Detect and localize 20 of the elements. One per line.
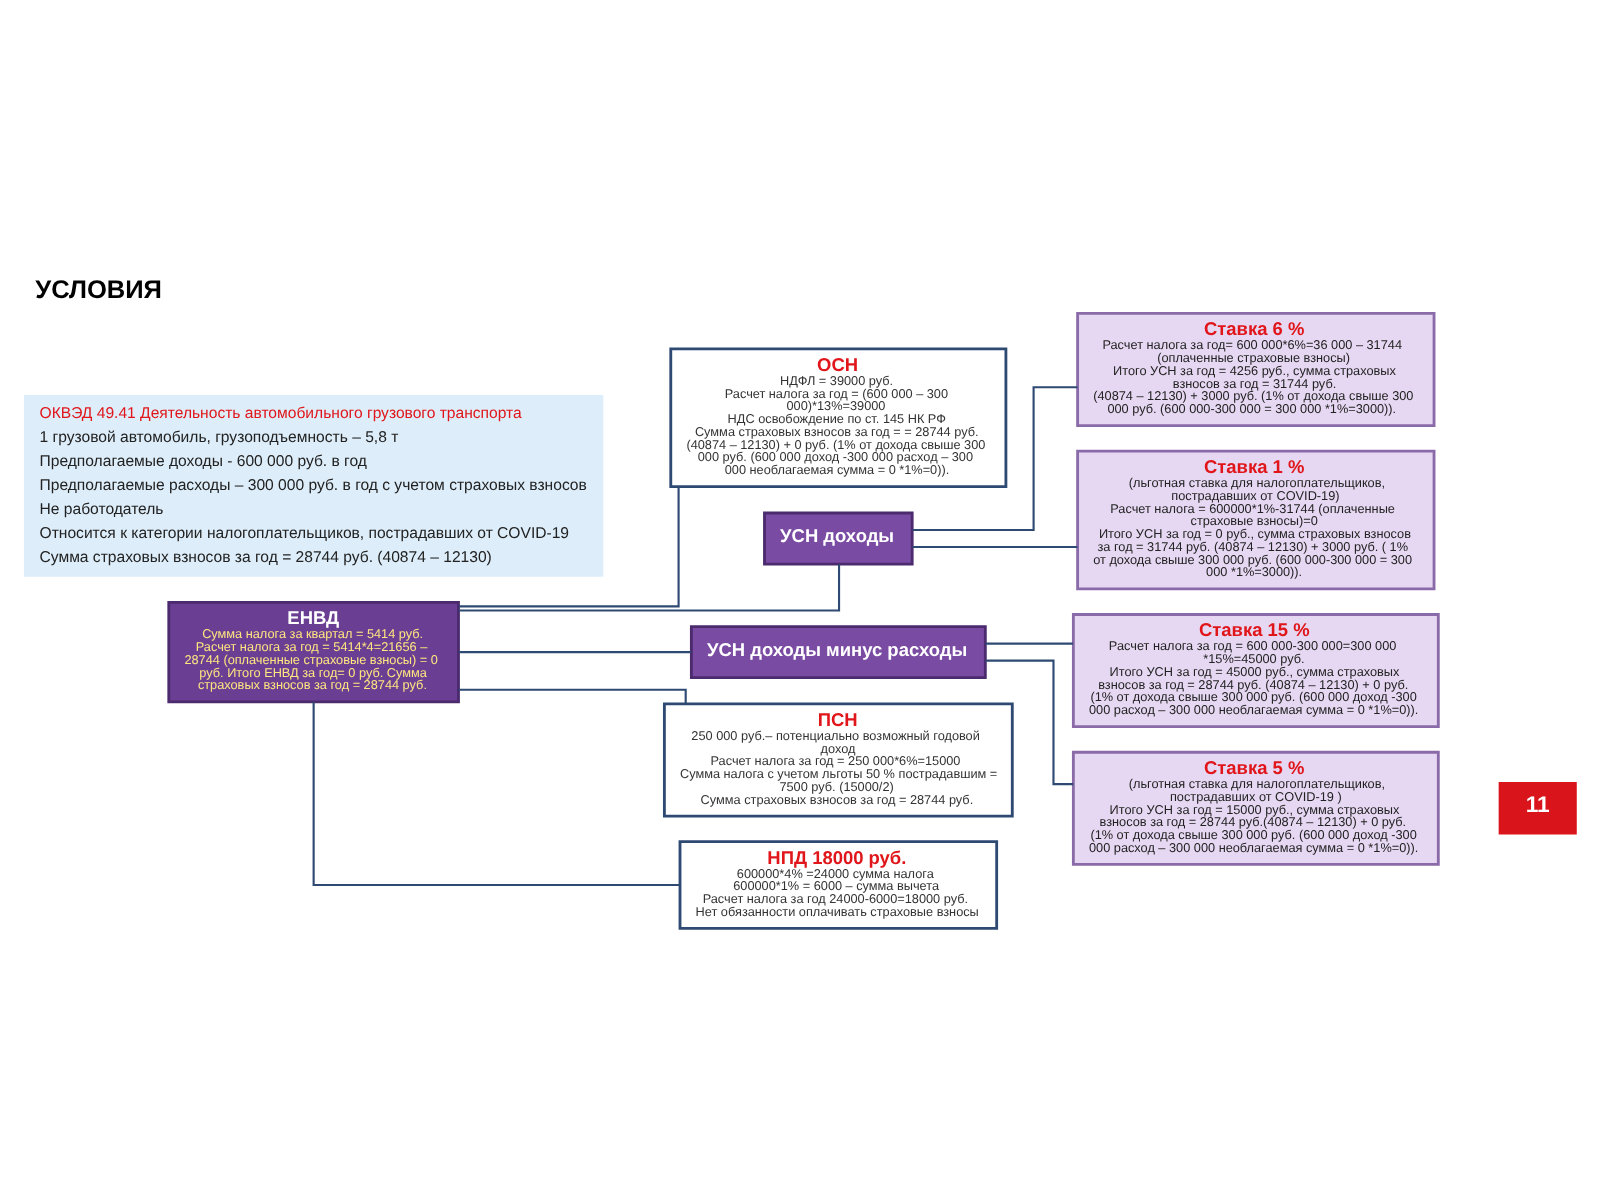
connector <box>458 563 841 611</box>
label: Сумма страховых взносов за год = 28744 руб. (40874 – 12130) <box>39 547 492 566</box>
connector <box>458 687 687 703</box>
connector <box>912 544 1078 548</box>
label: Не работодатель <box>39 499 164 518</box>
label: Относится к категории налогоплательщиков, пострадавших от COVID-19 <box>39 523 570 542</box>
label: ОКВЭД 49.41 Деятельность автомобильного грузового транспорта <box>39 402 522 421</box>
connector <box>459 650 692 653</box>
label: Предполагаемые расходы – 300 000 руб. в год с учетом страховых взносов <box>39 474 587 493</box>
connector <box>985 658 1074 785</box>
connector <box>912 385 1078 531</box>
connector <box>312 701 680 886</box>
node-box: УСН доходы <box>763 510 914 565</box>
label: Предполагаемые доходы - 600 000 руб. в год <box>39 450 367 469</box>
diagram-title: УСЛОВИЯ <box>35 273 162 304</box>
connector <box>458 486 680 607</box>
connector <box>985 641 1073 644</box>
node-box: УСН доходы минус расходы <box>689 624 987 679</box>
label: 11 <box>1525 793 1550 818</box>
label: 1 грузовой автомобиль, грузоподъемность – 5,8 т <box>39 426 399 445</box>
